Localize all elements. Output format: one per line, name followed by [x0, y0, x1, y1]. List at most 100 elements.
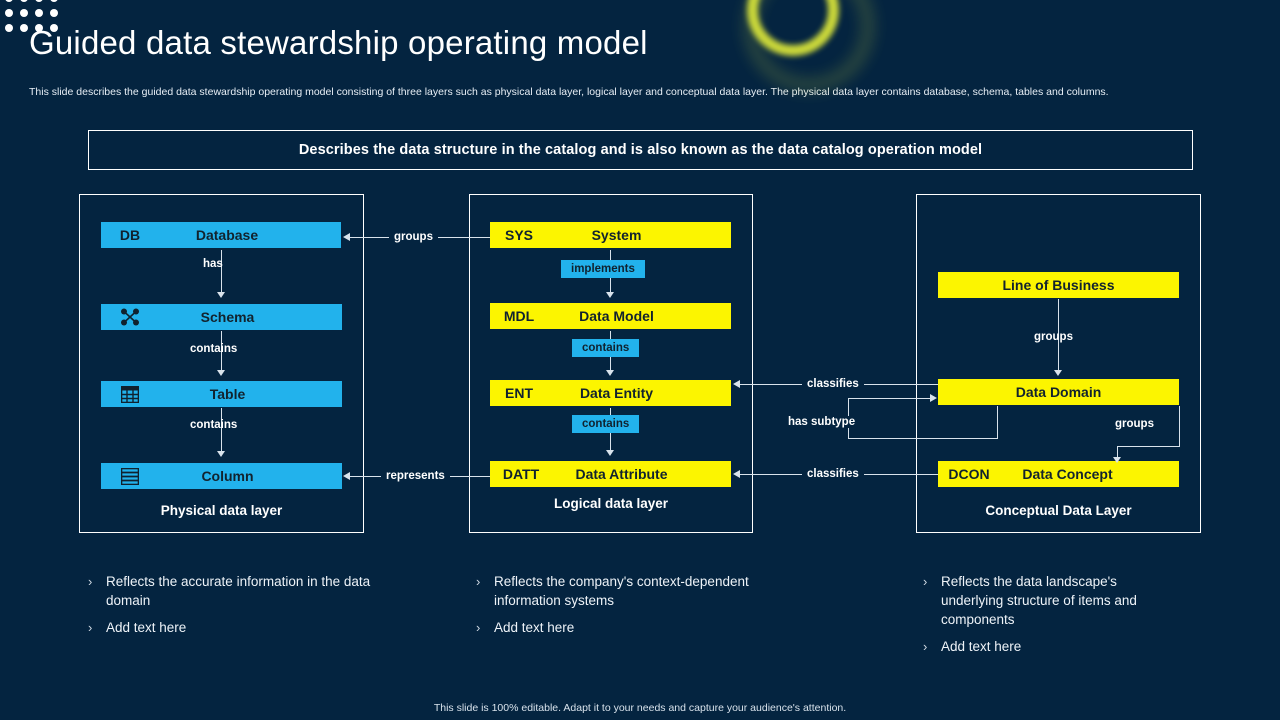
list-item: › Reflects the accurate information in t… [88, 572, 388, 610]
dot [20, 0, 28, 2]
connector-arrowhead [733, 470, 740, 478]
bullet-text: Reflects the company's context-dependent… [494, 574, 749, 608]
connector-arrowhead [930, 394, 937, 402]
node-database-code: DB [119, 227, 141, 243]
node-data-domain-label: Data Domain [1015, 384, 1102, 400]
bullet-text: Add text here [941, 639, 1022, 654]
node-column[interactable]: Column [101, 463, 342, 489]
node-data-model[interactable]: MDL Data Model [490, 303, 731, 329]
bullet-text: Add text here [494, 620, 575, 635]
flow-arrowhead [606, 370, 614, 376]
connector-label-classifies: classifies [802, 468, 864, 480]
node-data-entity-label: Data Entity [579, 385, 654, 401]
relation-groups: groups [1115, 418, 1154, 430]
dot [20, 24, 28, 32]
node-data-entity-code: ENT [505, 385, 533, 401]
node-data-attribute-label: Data Attribute [575, 466, 668, 482]
physical-layer-caption: Physical data layer [160, 503, 283, 518]
connector-arrowhead [343, 472, 350, 480]
page-title: Guided data stewardship operating model [29, 24, 648, 61]
chevron-right-icon: › [923, 574, 928, 589]
node-data-concept[interactable]: DCON Data Concept [938, 461, 1179, 487]
list-item: › Add text here [476, 618, 776, 637]
footer-note: This slide is 100% editable. Adapt it to… [433, 702, 847, 714]
node-schema[interactable]: Schema [101, 304, 342, 330]
chevron-right-icon: › [88, 620, 93, 635]
node-column-label: Column [201, 468, 254, 484]
relation-has: has [203, 258, 223, 270]
glow-ring-decoration [747, 0, 839, 56]
bullet-text: Reflects the accurate information in the… [106, 574, 371, 608]
relation-implements: implements [561, 260, 645, 278]
chevron-right-icon: › [88, 574, 93, 589]
node-database[interactable]: DB Database [101, 222, 341, 248]
bullet-text: Add text here [106, 620, 187, 635]
dot [5, 0, 13, 2]
chevron-right-icon: › [923, 639, 928, 654]
node-line-of-business-label: Line of Business [1002, 277, 1115, 293]
relation-groups: groups [1034, 331, 1073, 343]
node-database-label: Database [195, 227, 259, 243]
relation-contains: contains [190, 419, 238, 431]
relation-contains: contains [572, 339, 640, 357]
node-system[interactable]: SYS System [490, 222, 731, 248]
dot [35, 9, 43, 17]
flow-line [221, 331, 222, 371]
node-data-attribute[interactable]: DATT Data Attribute [490, 461, 731, 487]
flow-line [1117, 446, 1118, 459]
node-table-label: Table [209, 386, 246, 402]
flow-line [1179, 406, 1180, 446]
connector-label-groups: groups [389, 231, 438, 243]
flow-line [221, 250, 222, 292]
flow-line [1117, 446, 1180, 447]
dot [5, 24, 13, 32]
logical-data-layer-panel: Logical data layer [469, 194, 753, 533]
node-data-model-code: MDL [503, 308, 535, 324]
node-line-of-business[interactable]: Line of Business [938, 272, 1179, 298]
chevron-right-icon: › [476, 574, 481, 589]
node-data-entity[interactable]: ENT Data Entity [490, 380, 731, 406]
node-system-label: System [591, 227, 642, 243]
chevron-right-icon: › [476, 620, 481, 635]
flow-arrowhead [217, 451, 225, 457]
physical-data-layer-panel: Physical data layer [79, 194, 364, 533]
list-item: › Add text here [88, 618, 388, 637]
connector-arrowhead [343, 233, 350, 241]
flow-arrowhead [1054, 370, 1062, 376]
node-schema-label: Schema [200, 309, 255, 325]
table-grid-icon [101, 385, 159, 403]
connector-label-classifies: classifies [802, 378, 864, 390]
physical-bullets: › Reflects the accurate information in t… [88, 572, 388, 645]
dot [35, 24, 43, 32]
description-banner-text: Describes the data structure in the cata… [298, 142, 983, 158]
connector-arrowhead [733, 380, 740, 388]
column-rows-icon [101, 467, 159, 485]
node-data-attribute-code: DATT [502, 466, 540, 482]
dot [20, 9, 28, 17]
connector-label-has-subtype: has subtype [783, 416, 861, 428]
page-subtitle: This slide describes the guided data ste… [29, 86, 1109, 98]
conceptual-layer-caption: Conceptual Data Layer [985, 503, 1132, 518]
dot [50, 9, 58, 17]
flow-arrowhead [606, 292, 614, 298]
flow-arrowhead [1113, 457, 1121, 463]
node-table[interactable]: Table [101, 381, 342, 407]
node-data-domain[interactable]: Data Domain [938, 379, 1179, 405]
relation-contains: contains [572, 415, 640, 433]
flow-line [1058, 299, 1059, 371]
logical-bullets: › Reflects the company's context-depende… [476, 572, 776, 645]
flow-arrowhead [217, 292, 225, 298]
dot [5, 9, 13, 17]
dot [35, 0, 43, 2]
dot-grid-decoration [5, 0, 65, 39]
conceptual-data-layer-panel: Conceptual Data Layer [916, 194, 1201, 533]
flow-arrowhead [606, 450, 614, 456]
schema-nodes-icon [101, 308, 159, 326]
relation-contains: contains [190, 343, 238, 355]
flow-line [221, 408, 222, 452]
node-data-concept-code: DCON [948, 466, 990, 482]
conceptual-bullets: › Reflects the data landscape's underlyi… [923, 572, 1173, 664]
dot [50, 0, 58, 2]
node-system-code: SYS [504, 227, 533, 243]
